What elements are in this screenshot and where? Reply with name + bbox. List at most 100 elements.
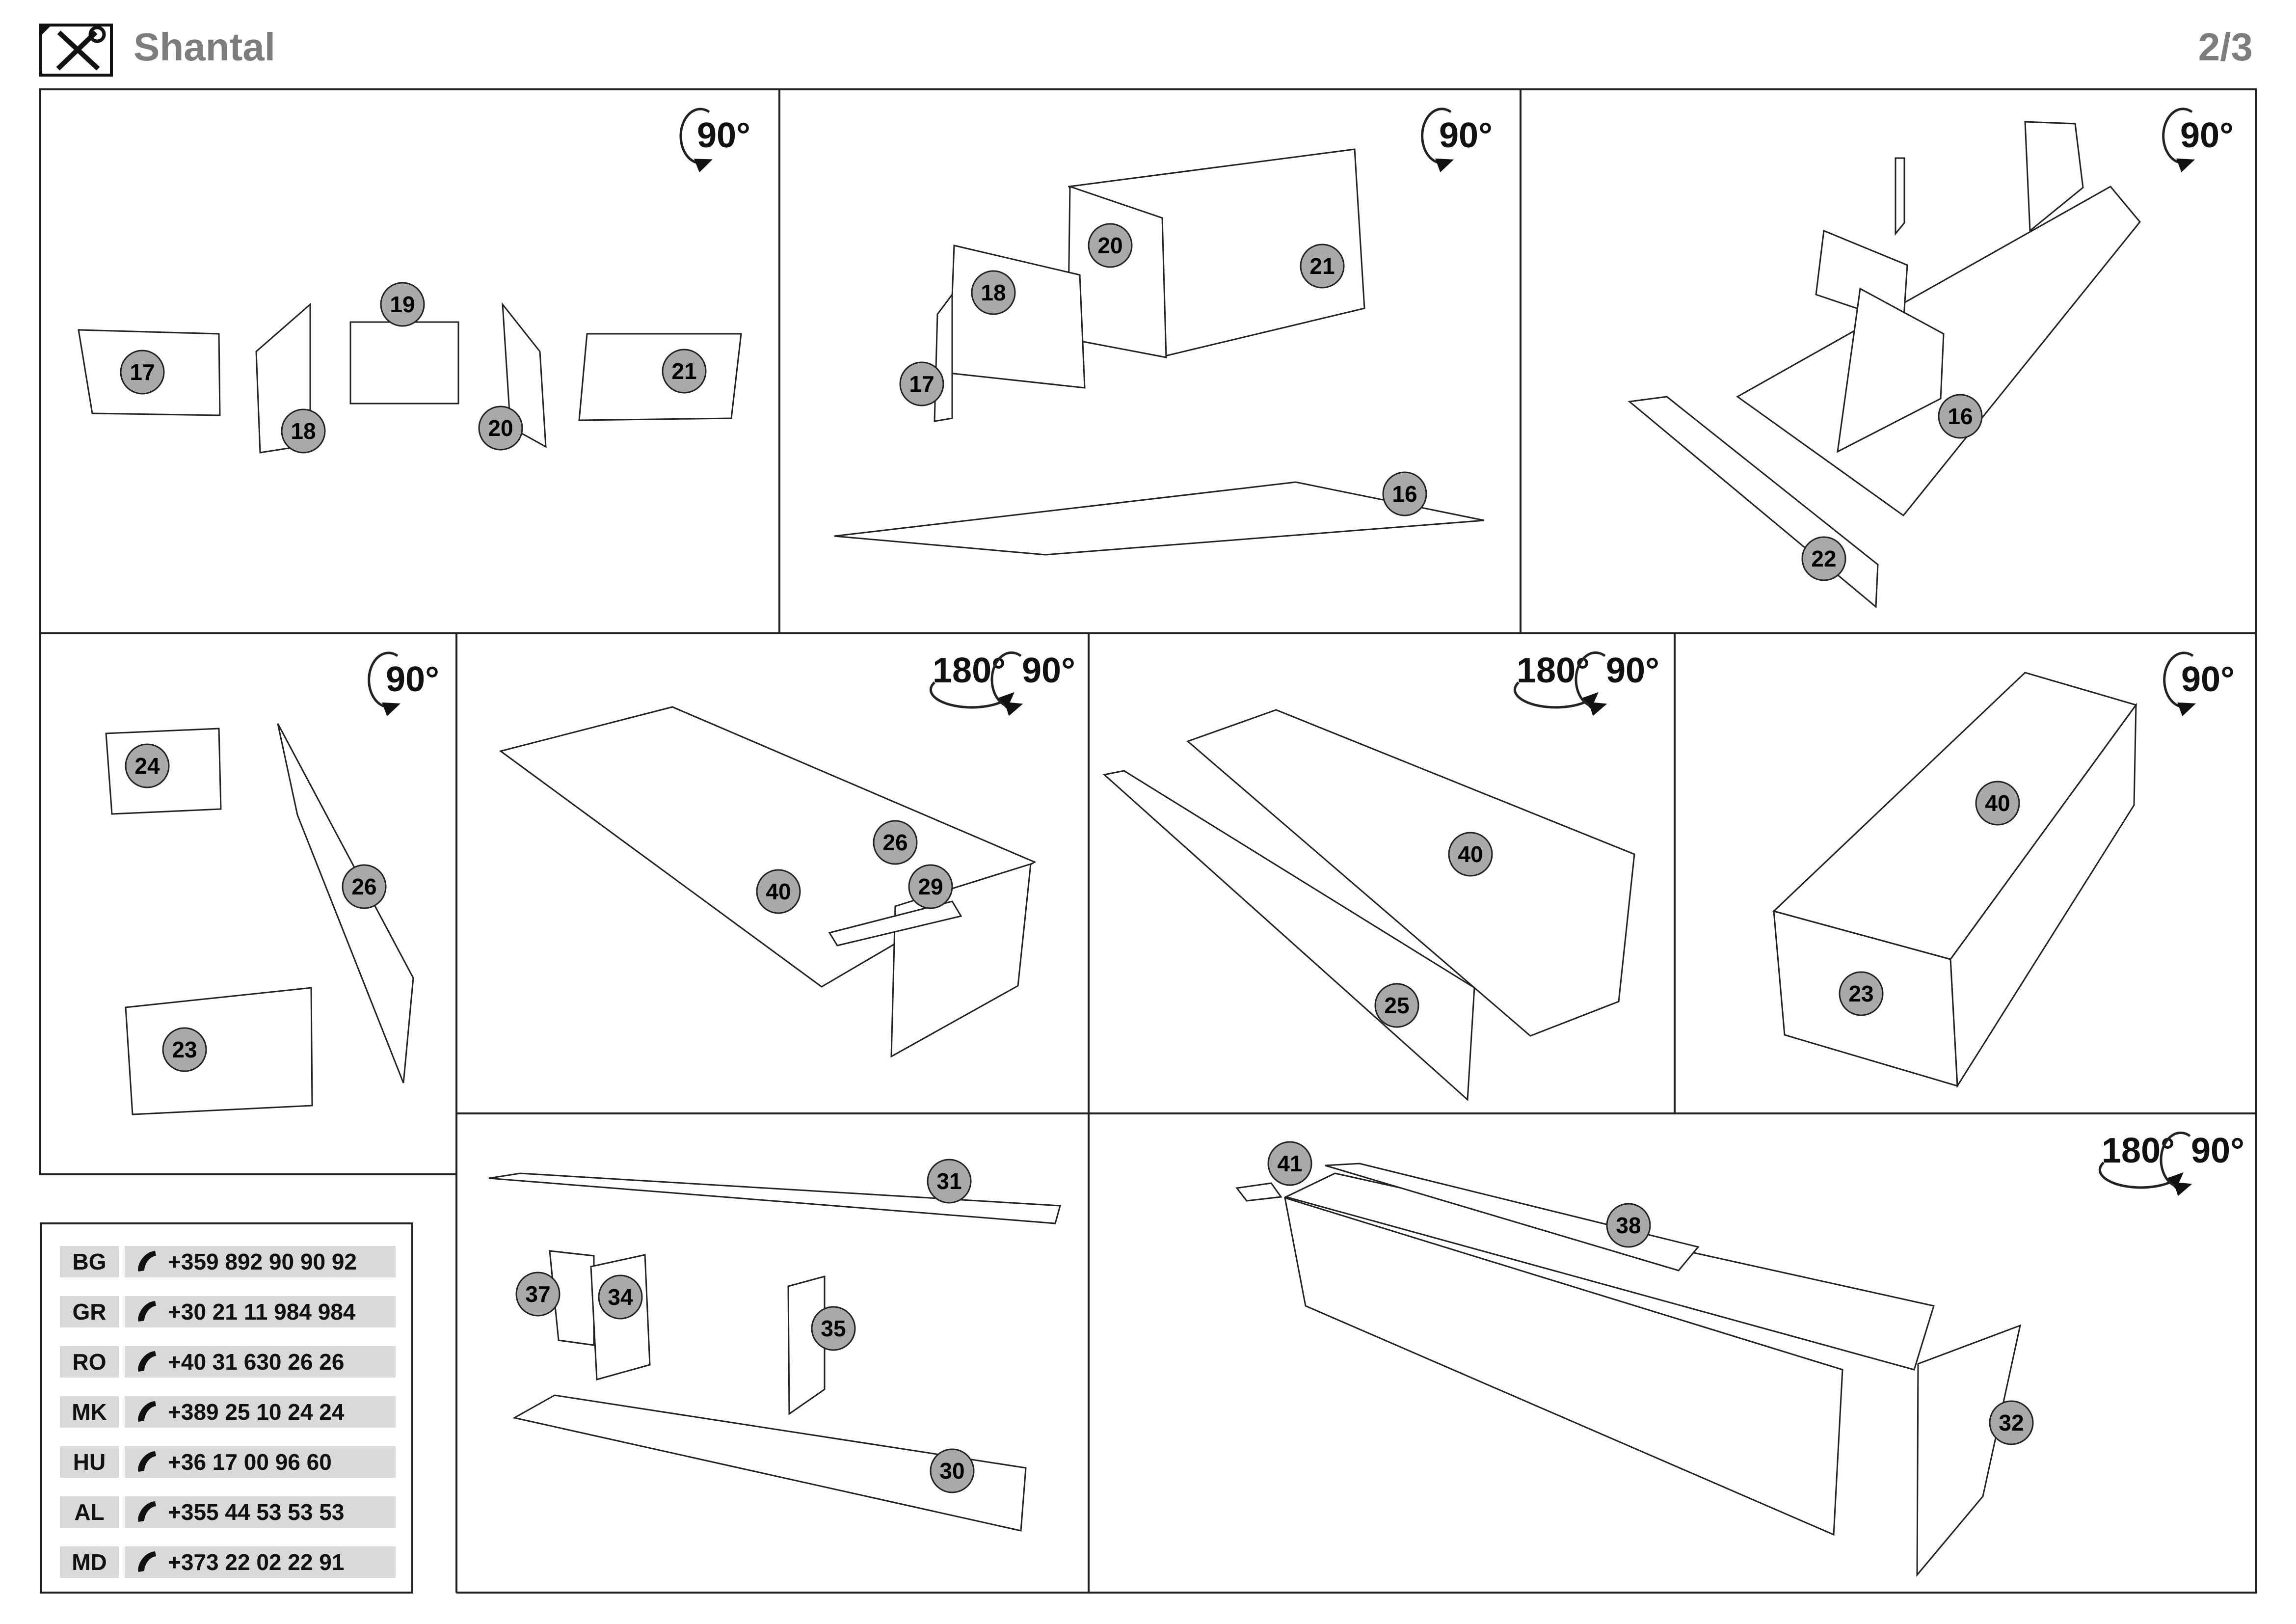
phone-handset-icon bbox=[138, 1401, 156, 1422]
svg-text:40: 40 bbox=[1458, 841, 1483, 867]
phone-cell: +359 892 90 90 92 bbox=[125, 1246, 396, 1277]
step-7: 90° bbox=[1772, 651, 2235, 1088]
step-3-labels: 16 22 bbox=[1801, 394, 1983, 581]
part-18: 18 bbox=[281, 408, 326, 454]
part-30: 30 bbox=[930, 1448, 975, 1493]
svg-text:34: 34 bbox=[608, 1284, 633, 1310]
svg-text:23: 23 bbox=[172, 1037, 197, 1062]
phone-cell: +373 22 02 22 91 bbox=[125, 1546, 396, 1578]
svg-text:30: 30 bbox=[939, 1458, 964, 1484]
svg-text:35: 35 bbox=[821, 1316, 846, 1341]
country-code: MD bbox=[60, 1546, 119, 1578]
contact-row: MK +389 25 10 24 24 bbox=[60, 1396, 396, 1428]
part-29: 29 bbox=[908, 864, 953, 909]
step-5-labels: 26 40 29 bbox=[756, 820, 953, 914]
part-25: 25 bbox=[1374, 983, 1419, 1028]
s9-rot1: 180° bbox=[2102, 1131, 2175, 1170]
rotate-90-icon: 90° bbox=[2163, 651, 2235, 716]
country-code: BG bbox=[60, 1246, 119, 1277]
s5-rot2: 90° bbox=[1022, 651, 1075, 690]
part-24: 24 bbox=[125, 743, 170, 788]
phone-number: +359 892 90 90 92 bbox=[168, 1249, 357, 1274]
svg-text:19: 19 bbox=[390, 292, 415, 317]
step-1-labels: 17 19 21 18 20 bbox=[120, 282, 707, 454]
svg-text:17: 17 bbox=[130, 359, 155, 385]
phone-handset-icon bbox=[138, 1351, 156, 1372]
step-6-labels: 40 25 bbox=[1374, 832, 1493, 1028]
step-6: 180° 90° bbox=[1102, 651, 1659, 1102]
phone-handset-icon bbox=[138, 1251, 156, 1272]
svg-text:22: 22 bbox=[1811, 546, 1836, 571]
phone-cell: +30 21 11 984 984 bbox=[125, 1296, 396, 1327]
phone-handset-icon bbox=[138, 1501, 156, 1522]
phone-number: +40 31 630 26 26 bbox=[168, 1349, 345, 1375]
phone-cell: +36 17 00 96 60 bbox=[125, 1446, 396, 1478]
part-35: 35 bbox=[811, 1306, 856, 1351]
country-code: HU bbox=[60, 1446, 119, 1478]
rotate-90-icon: 90° bbox=[1421, 108, 1493, 172]
svg-text:21: 21 bbox=[671, 358, 696, 384]
rotate-90-icon: 90° bbox=[2162, 108, 2234, 172]
page-number: 2/3 bbox=[2198, 25, 2253, 69]
contact-row: RO +40 31 630 26 26 bbox=[60, 1346, 396, 1378]
svg-text:21: 21 bbox=[1309, 253, 1335, 279]
country-code: GR bbox=[60, 1296, 119, 1327]
step-8 bbox=[488, 1172, 1061, 1532]
svg-text:37: 37 bbox=[525, 1281, 550, 1307]
part-18: 18 bbox=[971, 270, 1016, 315]
part-41: 41 bbox=[1267, 1141, 1312, 1186]
phone-cell: +389 25 10 24 24 bbox=[125, 1396, 396, 1428]
rotate-90-icon: 90° bbox=[368, 651, 439, 716]
contact-row: GR +30 21 11 984 984 bbox=[60, 1296, 396, 1327]
contact-row: BG +359 892 90 90 92 bbox=[60, 1246, 396, 1277]
part-16: 16 bbox=[1382, 471, 1427, 516]
step-4-labels: 24 26 23 bbox=[125, 743, 387, 1072]
svg-text:40: 40 bbox=[1985, 790, 2010, 816]
step-4: 90° bbox=[105, 651, 439, 1115]
s2-rot: 90° bbox=[1439, 116, 1493, 155]
phone-handset-icon bbox=[138, 1451, 156, 1472]
part-37: 37 bbox=[515, 1272, 561, 1317]
s1-rot: 90° bbox=[697, 116, 750, 155]
part-40: 40 bbox=[1448, 832, 1493, 877]
phone-number: +373 22 02 22 91 bbox=[168, 1549, 345, 1575]
country-code: AL bbox=[60, 1496, 119, 1528]
phone-handset-icon bbox=[138, 1301, 156, 1322]
svg-text:18: 18 bbox=[981, 280, 1006, 305]
step-9: 180° 90° bbox=[1235, 1131, 2244, 1577]
part-23: 23 bbox=[162, 1027, 207, 1072]
step-3: 90° bbox=[1628, 108, 2234, 609]
s9-rot2: 90° bbox=[2191, 1131, 2244, 1170]
country-code: MK bbox=[60, 1396, 119, 1428]
svg-text:40: 40 bbox=[766, 879, 791, 904]
svg-text:20: 20 bbox=[1097, 233, 1122, 258]
svg-text:20: 20 bbox=[488, 415, 513, 441]
part-16: 16 bbox=[1938, 394, 1983, 439]
part-21: 21 bbox=[662, 349, 707, 394]
part-26: 26 bbox=[873, 820, 918, 865]
svg-text:16: 16 bbox=[1392, 481, 1417, 507]
part-26: 26 bbox=[342, 864, 387, 909]
step-7-labels: 40 23 bbox=[1839, 781, 2020, 1016]
svg-text:16: 16 bbox=[1948, 404, 1973, 429]
part-40: 40 bbox=[756, 869, 801, 914]
contacts-table: BG +359 892 90 90 92 GR +30 21 11 984 98… bbox=[40, 1222, 413, 1594]
contact-row: AL +355 44 53 53 53 bbox=[60, 1496, 396, 1528]
rotate-90-icon: 90° bbox=[679, 108, 750, 173]
s6-rot2: 90° bbox=[1606, 651, 1659, 690]
part-19: 19 bbox=[380, 282, 425, 327]
part-23: 23 bbox=[1839, 971, 1884, 1016]
part-21: 21 bbox=[1300, 244, 1345, 289]
svg-text:23: 23 bbox=[1848, 981, 1873, 1006]
contact-row: MD +373 22 02 22 91 bbox=[60, 1546, 396, 1578]
phone-number: +30 21 11 984 984 bbox=[168, 1299, 356, 1325]
svg-text:26: 26 bbox=[882, 830, 908, 855]
svg-text:29: 29 bbox=[918, 874, 943, 899]
svg-text:24: 24 bbox=[134, 753, 160, 779]
svg-text:18: 18 bbox=[291, 418, 316, 444]
s6-rot1: 180° bbox=[1517, 651, 1590, 690]
panel-frames bbox=[39, 88, 2257, 1594]
rotate-180-90-icon: 180° 90° bbox=[929, 651, 1075, 716]
part-17: 17 bbox=[899, 361, 944, 406]
